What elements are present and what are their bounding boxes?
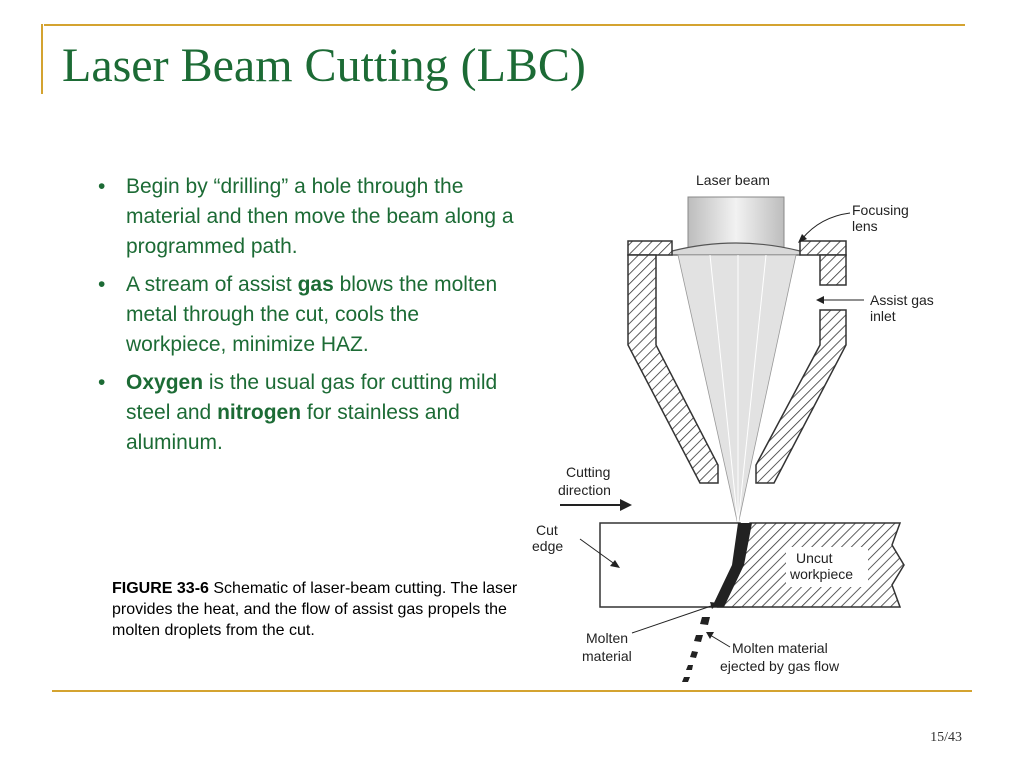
label-cut: Cut (536, 522, 558, 538)
caption-text: Schematic of laser-beam cutting. The las… (112, 580, 518, 639)
nozzle-top-right (799, 240, 847, 256)
arrow-head-icon (610, 560, 620, 568)
droplet (682, 677, 690, 682)
arrow-head-icon (816, 296, 824, 304)
label-molten-material: Molten material (732, 640, 828, 656)
uncut-label-bg (786, 547, 868, 587)
label-cutting: Cutting (566, 464, 610, 480)
laser-beam-column (687, 196, 785, 252)
label-focusing: Focusing (852, 202, 909, 218)
bullet-text-post: for stainless and aluminum. (126, 401, 460, 454)
label-ejected: ejected by gas flow (720, 658, 840, 674)
bullet-dot: • (98, 371, 106, 394)
bullet-text-pre: A stream of assist (126, 273, 298, 296)
leader-lens (801, 212, 851, 240)
arrow-head-icon (710, 602, 718, 609)
leader-ejected (709, 634, 731, 648)
label-uncut: Uncut (796, 550, 833, 566)
nozzle-right-wall-lower (755, 309, 847, 484)
label-assist-gas: Assist gas (870, 292, 934, 308)
bullet-bold-oxygen: Oxygen (126, 371, 204, 394)
bullet-dot: • (98, 175, 106, 198)
label-material: material (582, 648, 632, 664)
laser-cutting-diagram: Laser beam Focusing lens Assist gas inle… (532, 172, 934, 682)
label-laser-beam: Laser beam (696, 172, 770, 188)
top-rule (44, 24, 965, 26)
droplet (690, 651, 698, 658)
figure-caption: FIGURE 33-6 Schematic of laser-beam cutt… (112, 578, 522, 641)
beam-cone (677, 254, 797, 526)
bullet-item: • A stream of assist gas blows the molte… (98, 270, 518, 360)
slide-title: Laser Beam Cutting (LBC) (62, 39, 586, 92)
bullet-item: • Begin by “drilling” a hole through the… (98, 172, 518, 262)
bullet-list: • Begin by “drilling” a hole through the… (98, 172, 518, 466)
leader-molten (631, 604, 715, 634)
label-lens: lens (852, 218, 878, 234)
bullet-dot: • (98, 273, 106, 296)
label-workpiece: workpiece (789, 566, 853, 582)
bullet-text: Begin by “drilling” a hole through the m… (126, 175, 514, 258)
bullet-bold-gas: gas (297, 273, 334, 296)
droplet (694, 635, 703, 642)
droplet (686, 665, 693, 670)
label-edge: edge (532, 538, 563, 554)
beam-ray (737, 254, 767, 526)
arrow-head-icon (620, 499, 632, 511)
bullet-text-mid: is the usual gas for cutting mild steel … (126, 371, 498, 424)
leader-cut-edge (579, 538, 617, 566)
label-direction: direction (558, 482, 611, 498)
page-number: 15/43 (930, 730, 962, 745)
molten-kerf (712, 523, 752, 607)
bullet-text-post: blows the molten metal through the cut, … (126, 273, 498, 356)
nozzle-top-left (627, 240, 673, 256)
caption-label: FIGURE 33-6 (112, 580, 209, 597)
arrow-head-icon (706, 632, 714, 639)
left-rule (41, 24, 43, 94)
bottom-rule (52, 690, 972, 692)
workpiece-cut-side (599, 522, 741, 608)
bullet-bold-nitrogen: nitrogen (217, 401, 302, 424)
nozzle-right-wall-upper (819, 254, 847, 286)
arrow-head-icon (798, 234, 807, 243)
droplet (700, 617, 710, 625)
label-molten: Molten (586, 630, 628, 646)
bullet-item: • Oxygen is the usual gas for cutting mi… (98, 368, 518, 458)
nozzle-left-wall (627, 254, 719, 484)
label-inlet: inlet (870, 308, 896, 324)
beam-ray (709, 254, 739, 526)
